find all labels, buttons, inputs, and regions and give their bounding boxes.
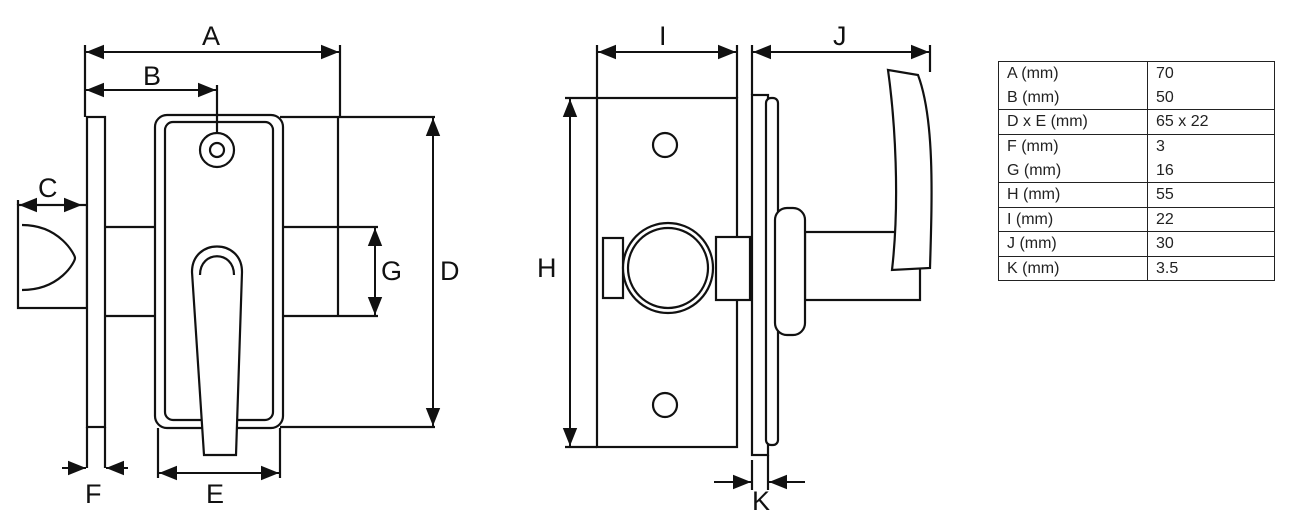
table-row: A (mm)70 <box>998 60 1275 86</box>
side-view-dimensions <box>19 44 441 481</box>
dimension-name: G (mm) <box>998 158 1148 183</box>
dimension-name: I (mm) <box>998 207 1148 233</box>
label-j: J <box>833 21 847 51</box>
dimension-name: J (mm) <box>998 231 1148 257</box>
table-row: B (mm)50 <box>998 85 1275 111</box>
dimension-value: 22 <box>1147 207 1275 233</box>
label-c: C <box>38 173 58 203</box>
front-view-dimensions <box>562 44 929 490</box>
dimension-name: B (mm) <box>998 85 1148 111</box>
label-a: A <box>202 21 220 51</box>
dimension-name: H (mm) <box>998 182 1148 208</box>
front-view-lock <box>565 45 933 490</box>
dimension-name: K (mm) <box>998 256 1148 282</box>
table-row: I (mm)22 <box>998 207 1275 233</box>
dimension-value: 30 <box>1147 231 1275 257</box>
dimension-value: 70 <box>1147 60 1275 86</box>
label-e: E <box>206 479 224 509</box>
dimension-value: 65 x 22 <box>1147 109 1275 135</box>
side-view-lock <box>16 45 435 478</box>
dimension-name: A (mm) <box>998 60 1148 86</box>
dimensions-table: A (mm)70 B (mm)50 D x E (mm)65 x 22 F (m… <box>998 60 1275 282</box>
dimension-value: 3.5 <box>1147 256 1275 282</box>
table-row: J (mm)30 <box>998 231 1275 257</box>
label-i: I <box>659 21 667 51</box>
table-row: G (mm)16 <box>998 158 1275 183</box>
dimension-value: 55 <box>1147 182 1275 208</box>
label-k: K <box>752 486 770 516</box>
table-row: K (mm)3.5 <box>998 256 1275 282</box>
dimension-name: F (mm) <box>998 134 1148 159</box>
label-h: H <box>537 253 557 283</box>
label-d: D <box>440 256 460 286</box>
dimension-value: 16 <box>1147 158 1275 183</box>
dimension-value: 50 <box>1147 85 1275 111</box>
table-row: F (mm)3 <box>998 134 1275 159</box>
table-row: H (mm)55 <box>998 182 1275 208</box>
dimension-value: 3 <box>1147 134 1275 159</box>
dimension-name: D x E (mm) <box>998 109 1148 135</box>
label-b: B <box>143 61 161 91</box>
table-row: D x E (mm)65 x 22 <box>998 109 1275 135</box>
label-g: G <box>381 256 402 286</box>
label-f: F <box>85 479 102 509</box>
